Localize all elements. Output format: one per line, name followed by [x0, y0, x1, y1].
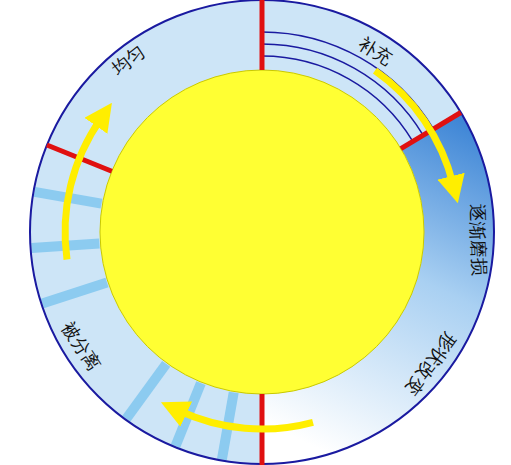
stage-label: 逐渐磨损 — [467, 203, 489, 276]
inner-yellow-circle — [100, 70, 424, 394]
outer-circle — [30, 0, 494, 464]
cycle-arrows — [65, 71, 453, 429]
stripe — [42, 282, 107, 303]
stripe — [126, 364, 166, 419]
red-dividers — [47, 0, 461, 465]
